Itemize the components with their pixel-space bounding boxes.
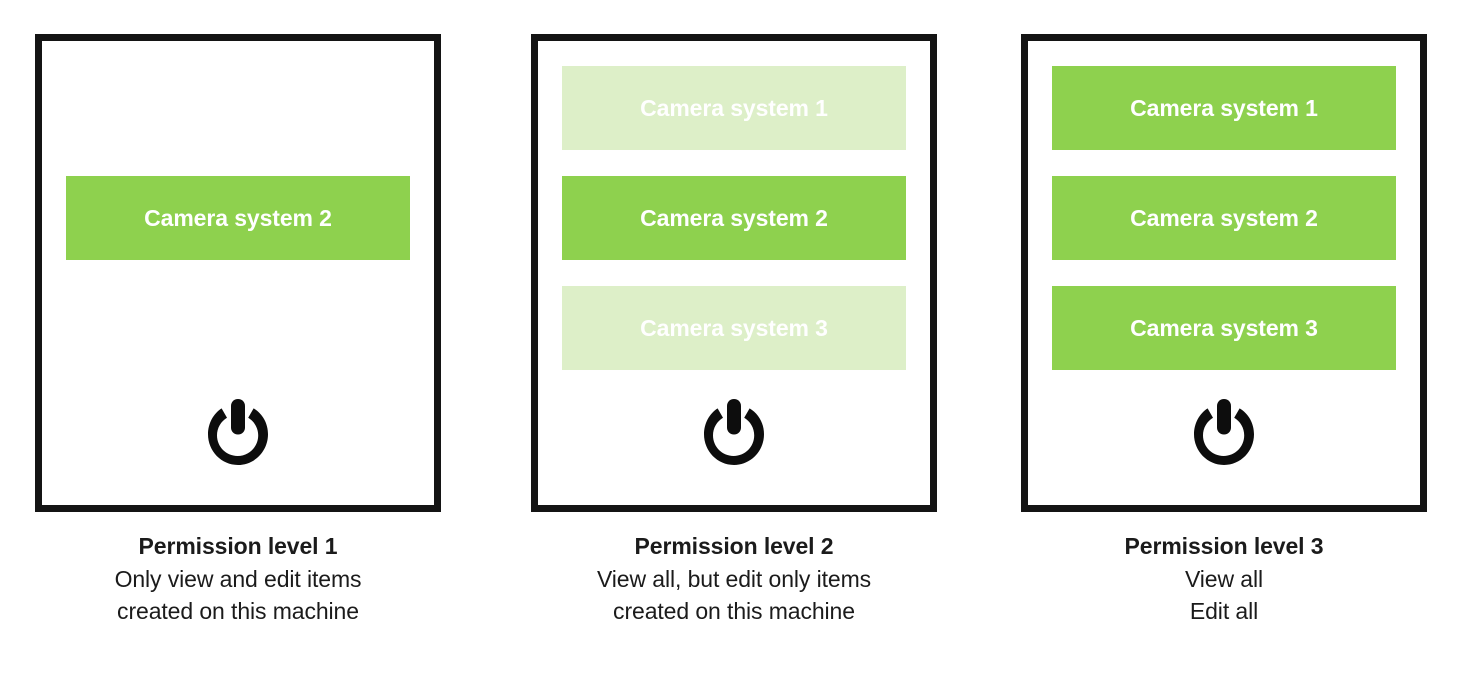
caption-line: created on this machine xyxy=(117,598,359,625)
camera-system-list-3: Camera system 1 Camera system 2 Camera s… xyxy=(1052,66,1396,370)
caption-3: Permission level 3 View all Edit all xyxy=(1021,530,1427,628)
caption-line: created on this machine xyxy=(613,598,855,625)
list-item[interactable]: Camera system 3 xyxy=(562,286,906,370)
caption-line: View all xyxy=(1184,565,1264,592)
caption-line: Edit all xyxy=(1189,598,1259,625)
list-item xyxy=(66,286,410,370)
list-item[interactable]: Camera system 1 xyxy=(1052,66,1396,150)
camera-system-list-1: Camera system 2 xyxy=(66,66,410,370)
power-icon xyxy=(1194,399,1254,465)
power-icon-container xyxy=(538,399,930,465)
caption-title: Permission level 3 xyxy=(1124,533,1324,559)
caption-2: Permission level 2 View all, but edit on… xyxy=(531,530,937,628)
camera-system-bar[interactable]: Camera system 1 xyxy=(562,66,906,150)
list-item[interactable]: Camera system 2 xyxy=(562,176,906,260)
camera-system-bar[interactable]: Camera system 2 xyxy=(66,176,410,260)
caption-line: Only view and edit items xyxy=(114,565,362,592)
camera-system-bar[interactable]: Camera system 3 xyxy=(1052,286,1396,370)
caption-title: Permission level 2 xyxy=(634,533,834,559)
camera-system-list-2: Camera system 1 Camera system 2 Camera s… xyxy=(562,66,906,370)
list-item[interactable]: Camera system 2 xyxy=(66,176,410,260)
caption-1: Permission level 1 Only view and edit it… xyxy=(35,530,441,628)
permission-level-column-1: Camera system 2 Permission level 1 Only … xyxy=(35,34,441,628)
machine-panel-1: Camera system 2 xyxy=(35,34,441,512)
power-icon-container xyxy=(1028,399,1420,465)
machine-panel-2: Camera system 1 Camera system 2 Camera s… xyxy=(531,34,937,512)
caption-title: Permission level 1 xyxy=(138,533,338,559)
camera-system-bar[interactable]: Camera system 2 xyxy=(562,176,906,260)
caption-line: View all, but edit only items xyxy=(596,565,872,592)
camera-system-bar[interactable]: Camera system 3 xyxy=(562,286,906,370)
list-item xyxy=(66,66,410,150)
machine-panel-3: Camera system 1 Camera system 2 Camera s… xyxy=(1021,34,1427,512)
permission-level-column-3: Camera system 1 Camera system 2 Camera s… xyxy=(1021,34,1427,628)
list-item[interactable]: Camera system 3 xyxy=(1052,286,1396,370)
camera-system-bar[interactable]: Camera system 1 xyxy=(1052,66,1396,150)
camera-system-bar[interactable]: Camera system 2 xyxy=(1052,176,1396,260)
power-icon xyxy=(208,399,268,465)
power-icon-container xyxy=(42,399,434,465)
power-icon xyxy=(704,399,764,465)
list-item[interactable]: Camera system 2 xyxy=(1052,176,1396,260)
permission-level-column-2: Camera system 1 Camera system 2 Camera s… xyxy=(531,34,937,628)
camera-system-bar xyxy=(66,66,410,150)
camera-system-bar xyxy=(66,286,410,370)
list-item[interactable]: Camera system 1 xyxy=(562,66,906,150)
